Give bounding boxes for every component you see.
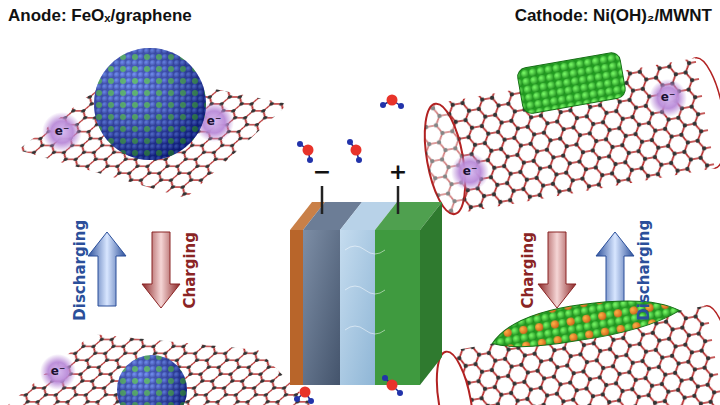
terminal-sign: − — [313, 160, 331, 184]
heading-label: Cathode: Ni(OH)₂/MWNT — [515, 7, 712, 26]
process-label: Discharging — [72, 220, 89, 321]
electron-label: e⁻ — [463, 165, 477, 178]
electron-label: e⁻ — [661, 91, 675, 104]
process-label: Charging — [182, 232, 199, 309]
terminal-sign: + — [389, 160, 407, 184]
process-label: Charging — [520, 232, 537, 309]
electron-label: e⁻ — [51, 365, 65, 378]
heading-label: Anode: FeOₓ/graphene — [8, 7, 192, 26]
electron-label: e⁻ — [55, 125, 69, 138]
process-label: Discharging — [636, 220, 653, 321]
electron-label: e⁻ — [207, 115, 221, 128]
